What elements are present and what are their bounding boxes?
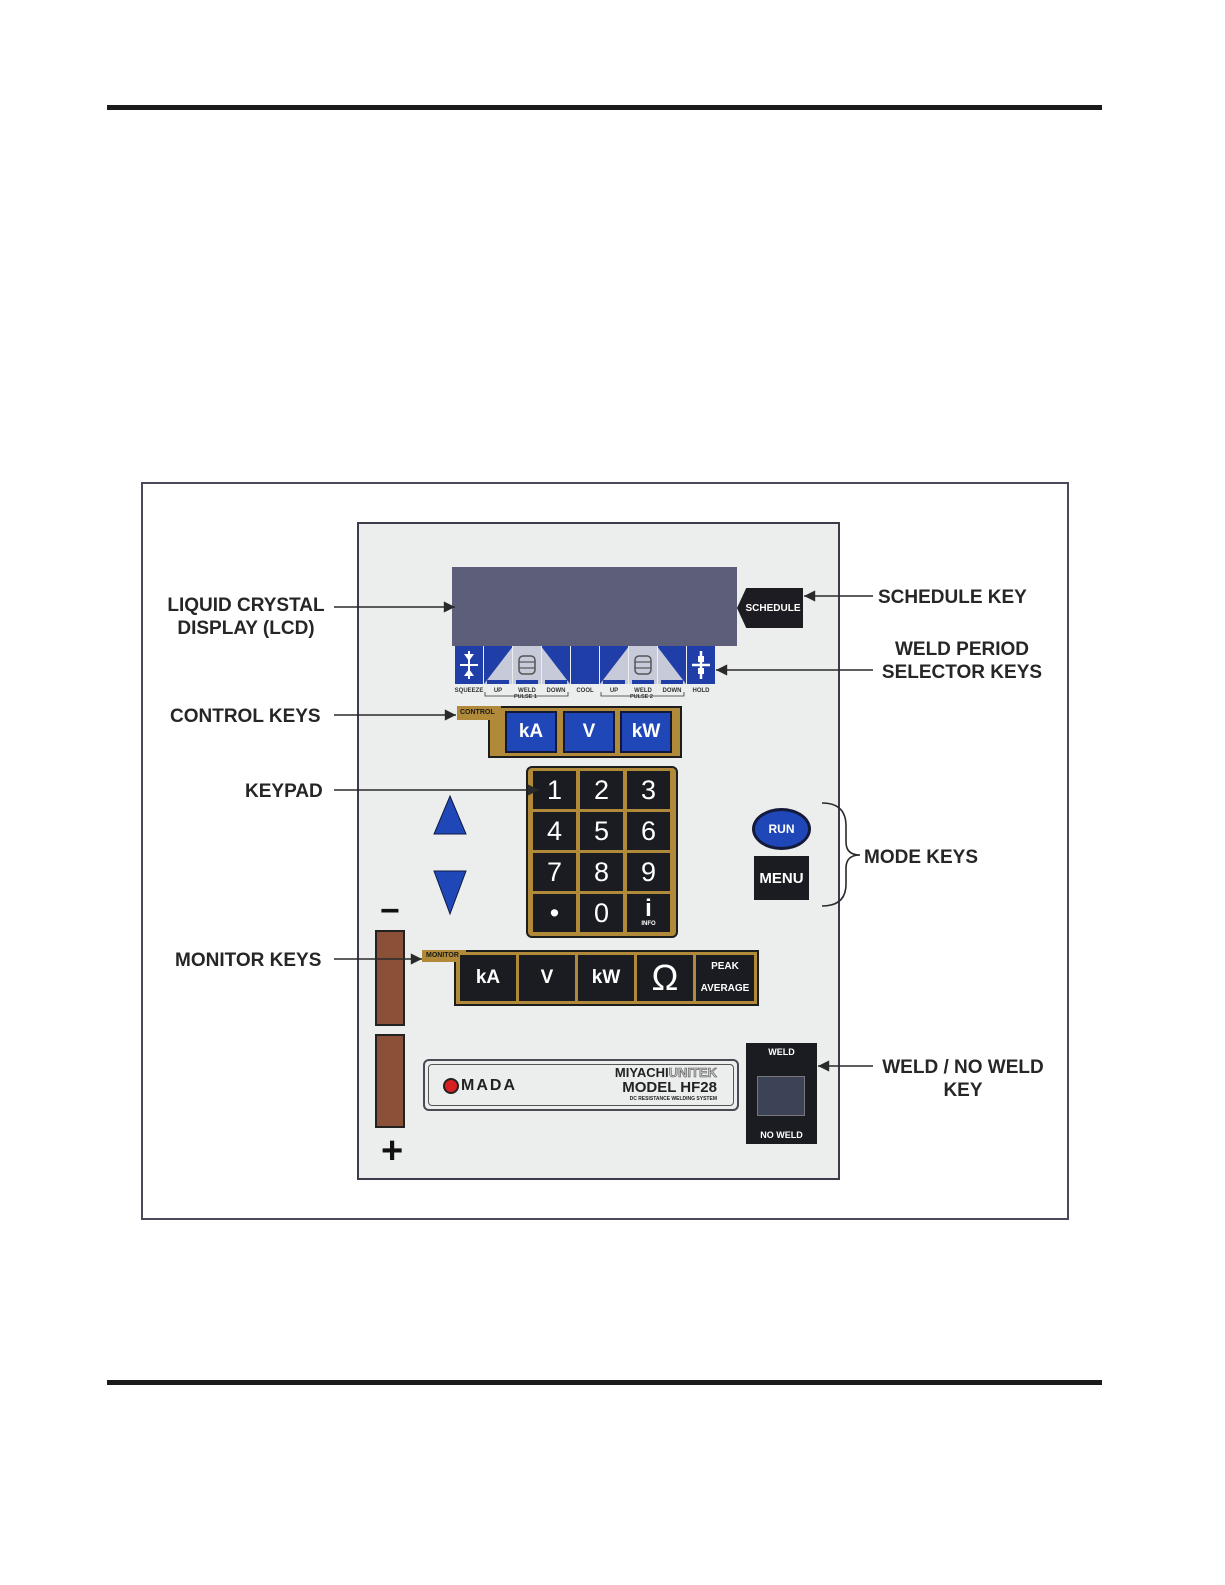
figure-frame: [141, 482, 1069, 1220]
callout-weld-period-line1: WELD PERIOD: [894, 639, 1030, 660]
up-arrow-key[interactable]: [433, 794, 467, 835]
weld-noweld-switch[interactable]: WELD NO WELD: [746, 1043, 817, 1144]
logo-dot-icon: [443, 1078, 459, 1094]
amada-logo: MADA: [443, 1077, 517, 1095]
down-slope-1-key[interactable]: [542, 646, 570, 684]
bottom-rule: [107, 1380, 1102, 1385]
no-weld-label: NO WELD: [760, 1130, 803, 1140]
label-squeeze: SQUEEZE: [454, 688, 484, 694]
callout-lcd: LIQUID CRYSTAL DISPLAY (LCD): [160, 594, 332, 640]
weld-1-key[interactable]: [513, 646, 541, 684]
info-icon: i: [645, 895, 652, 922]
model-name: MODEL HF28: [622, 1079, 717, 1096]
run-label: RUN: [768, 822, 795, 836]
key-3[interactable]: 3: [627, 771, 670, 809]
key-1[interactable]: 1: [533, 771, 576, 809]
control-v-key[interactable]: V: [563, 711, 615, 753]
label-cool: COOL: [576, 688, 594, 694]
brand-logo-text: MADA: [461, 1077, 517, 1094]
brand-unitek: UNITEK: [668, 1065, 717, 1081]
label-pulse-2: PULSE 2: [630, 694, 653, 700]
label-up-2: UP: [609, 688, 619, 694]
callout-weld-noweld: WELD / NO WELD KEY: [868, 1056, 1058, 1102]
monitor-v-key[interactable]: V: [519, 955, 575, 1001]
down-arrow-key[interactable]: [433, 870, 467, 916]
weld-pulse-icon: [634, 655, 652, 675]
key-0[interactable]: 0: [580, 894, 623, 932]
label-pulse-1: PULSE 1: [514, 694, 537, 700]
top-rule: [107, 105, 1102, 110]
brand-miyachi: MIYACHI: [614, 1065, 669, 1080]
key-9[interactable]: 9: [627, 853, 670, 891]
key-2[interactable]: 2: [580, 771, 623, 809]
peak-label: PEAK: [711, 961, 739, 972]
key-4[interactable]: 4: [533, 812, 576, 850]
callout-lcd-line1: LIQUID CRYSTAL: [167, 595, 325, 616]
negative-connector: [375, 930, 405, 1026]
label-hold: HOLD: [692, 688, 710, 694]
info-label: INFO: [641, 921, 656, 927]
label-down-1: DOWN: [546, 688, 566, 694]
rocker-toggle[interactable]: [757, 1076, 805, 1116]
weld-2-key[interactable]: [629, 646, 657, 684]
control-tag: CONTROL: [460, 709, 495, 716]
positive-connector: [375, 1034, 405, 1128]
model-subtitle: DC RESISTANCE WELDING SYSTEM: [629, 1096, 717, 1102]
up-slope-2-key[interactable]: [600, 646, 628, 684]
menu-label: MENU: [759, 869, 804, 887]
weld-label: WELD: [768, 1047, 795, 1057]
plus-sign: +: [381, 1130, 404, 1172]
peak-average-key[interactable]: PEAK AVERAGE: [696, 955, 754, 1001]
squeeze-key[interactable]: [455, 646, 483, 684]
brand-line1: MIYACHIUNITEK: [614, 1065, 717, 1081]
callout-weld-noweld-line1: WELD / NO WELD: [882, 1057, 1044, 1078]
label-up-1: UP: [493, 688, 503, 694]
control-kw-key[interactable]: kW: [620, 711, 672, 753]
label-weld-1: WELD: [518, 688, 536, 694]
callout-monitor-keys: MONITOR KEYS: [175, 950, 322, 971]
monitor-ohm-key[interactable]: Ω: [637, 955, 693, 1001]
up-slope-1-key[interactable]: [484, 646, 512, 684]
average-label: AVERAGE: [700, 983, 750, 994]
lcd-display: [452, 567, 737, 646]
callout-mode-keys: MODE KEYS: [864, 847, 979, 868]
key-7[interactable]: 7: [533, 853, 576, 891]
callout-schedule-key: SCHEDULE KEY: [878, 587, 1027, 608]
minus-sign: −: [380, 892, 400, 930]
callout-lcd-line2: DISPLAY (LCD): [177, 618, 315, 639]
hold-key[interactable]: [687, 646, 715, 684]
hold-icon: [692, 651, 710, 679]
cool-key[interactable]: [571, 646, 599, 684]
monitor-tag: MONITOR: [426, 952, 459, 959]
callout-keypad: KEYPAD: [245, 781, 323, 802]
label-down-2: DOWN: [662, 688, 682, 694]
key-8[interactable]: 8: [580, 853, 623, 891]
monitor-tag-bg: [422, 950, 466, 962]
menu-key[interactable]: MENU: [754, 856, 809, 900]
schedule-key[interactable]: SCHEDULE: [737, 588, 803, 628]
callout-weld-period: WELD PERIOD SELECTOR KEYS: [872, 638, 1052, 684]
monitor-ka-key[interactable]: kA: [460, 955, 516, 1001]
monitor-kw-key[interactable]: kW: [578, 955, 634, 1001]
key-5[interactable]: 5: [580, 812, 623, 850]
run-key[interactable]: RUN: [752, 808, 811, 850]
control-tag-bg: [457, 706, 501, 720]
down-slope-2-key[interactable]: [658, 646, 686, 684]
key-6[interactable]: 6: [627, 812, 670, 850]
callout-weld-period-line2: SELECTOR KEYS: [881, 662, 1043, 683]
brand-plate-inner: [428, 1064, 734, 1106]
key-decimal[interactable]: •: [533, 894, 576, 932]
squeeze-icon: [460, 651, 478, 679]
callout-control-keys: CONTROL KEYS: [170, 706, 321, 727]
control-ka-key[interactable]: kA: [505, 711, 557, 753]
brand-plate: MADA MIYACHIUNITEK MODEL HF28 DC RESISTA…: [423, 1059, 739, 1111]
label-weld-2: WELD: [634, 688, 652, 694]
key-info[interactable]: i INFO: [627, 894, 670, 932]
weld-pulse-icon: [518, 655, 536, 675]
callout-weld-noweld-line2: KEY: [943, 1080, 983, 1101]
schedule-key-label: SCHEDULE: [745, 602, 801, 614]
